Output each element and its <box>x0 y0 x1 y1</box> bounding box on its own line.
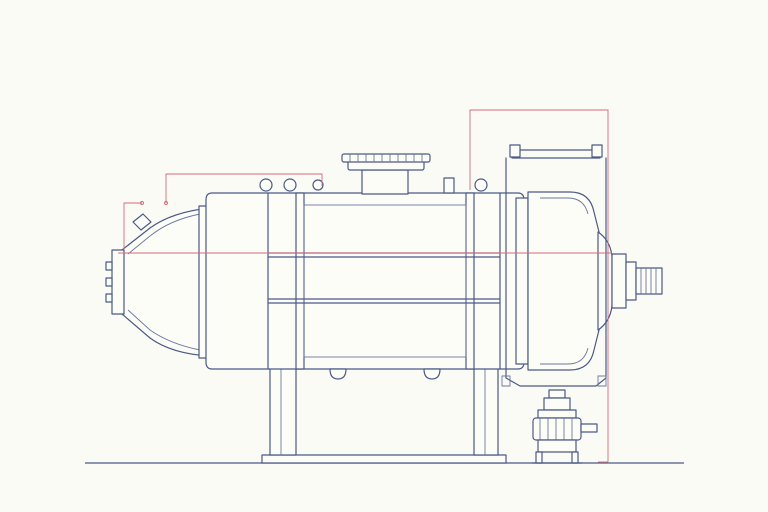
flanged-port <box>259 153 488 195</box>
pipe-frame <box>501 144 607 387</box>
pump-assembly <box>531 389 598 464</box>
domed-end-cap <box>515 191 613 371</box>
splined-shaft <box>611 253 663 309</box>
conical-end-cap <box>105 205 213 359</box>
dimension-lines <box>118 109 612 463</box>
cylindrical-tank <box>205 192 525 380</box>
